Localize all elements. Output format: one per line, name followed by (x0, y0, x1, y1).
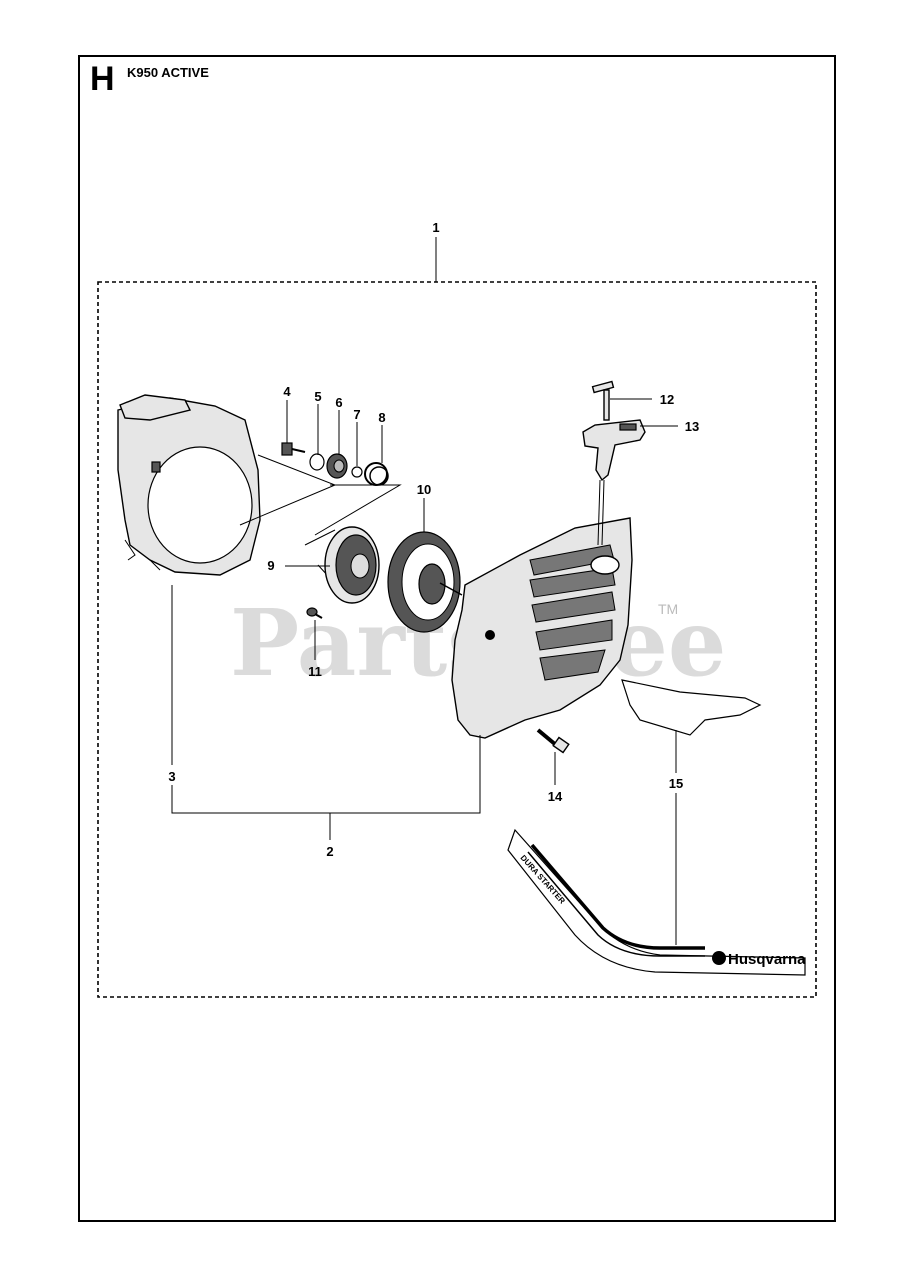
callout-2: 2 (326, 844, 333, 859)
part-2-starter-housing (451, 517, 633, 739)
callout-10: 10 (417, 482, 431, 497)
callout-15: 15 (669, 776, 683, 791)
decal-brand-text: Husqvarna (728, 951, 806, 968)
watermark-tm: TM (658, 601, 678, 617)
part-10-starter-reel (387, 531, 463, 633)
part-11-screw (306, 607, 323, 619)
part-14-bolt (536, 728, 570, 754)
part-3-fan-cover (117, 394, 261, 576)
callout-12: 12 (660, 392, 674, 407)
callout-11: 11 (308, 664, 322, 679)
part-12-rope-pin (591, 380, 615, 421)
part-8-spring (364, 462, 389, 486)
part-13-handle (582, 419, 646, 546)
callout-6: 6 (335, 395, 342, 410)
guide-lines-upper (239, 454, 402, 536)
bracket-2 (171, 735, 481, 814)
diagram-frame (78, 55, 836, 1222)
part-15-decal-detail: DURA STARTER Husqvarna (507, 828, 806, 976)
callout-13: 13 (685, 419, 699, 434)
callout-8: 8 (378, 410, 385, 425)
section-letter: H (90, 60, 115, 98)
callout-4: 4 (283, 384, 291, 399)
callout-7: 7 (353, 407, 360, 422)
part-7-ring (351, 466, 363, 478)
part-5-washer (309, 453, 325, 471)
callout-1: 1 (432, 220, 439, 235)
part-4-bolt (281, 442, 306, 456)
callout-5: 5 (314, 389, 321, 404)
model-title: K950 ACTIVE (127, 65, 209, 80)
callout-9: 9 (267, 558, 274, 573)
callout-14: 14 (548, 789, 563, 804)
part-6-bushing (326, 453, 348, 479)
assembly-box (97, 281, 817, 998)
part-9-pulley (324, 526, 380, 604)
callout-3: 3 (168, 769, 175, 784)
part-15-decal-outline (621, 679, 762, 736)
husqvarna-logo-icon (712, 951, 726, 965)
